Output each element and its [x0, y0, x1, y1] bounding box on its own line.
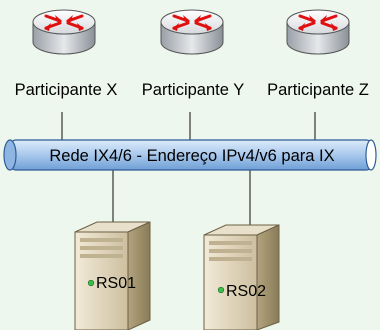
router-icon: [285, 8, 351, 56]
rs02-label: RS02: [226, 283, 266, 300]
participant-y-label: Participante Y: [142, 81, 244, 99]
server-icon: RS01: [74, 221, 151, 330]
router-icon: [159, 8, 225, 56]
participant-z-label: Participante Z: [267, 81, 369, 99]
participant-x-label: Participante X: [15, 81, 118, 99]
connectors: [61, 112, 316, 235]
bus-label: Rede IX4/6 - Endereço IPv4/v6 para IX: [49, 147, 334, 165]
rs01-label: RS01: [96, 275, 136, 292]
router-icon: [31, 8, 97, 56]
network-bus: Rede IX4/6 - Endereço IPv4/v6 para IX: [3, 139, 377, 171]
server-icon: RS02: [203, 224, 280, 330]
